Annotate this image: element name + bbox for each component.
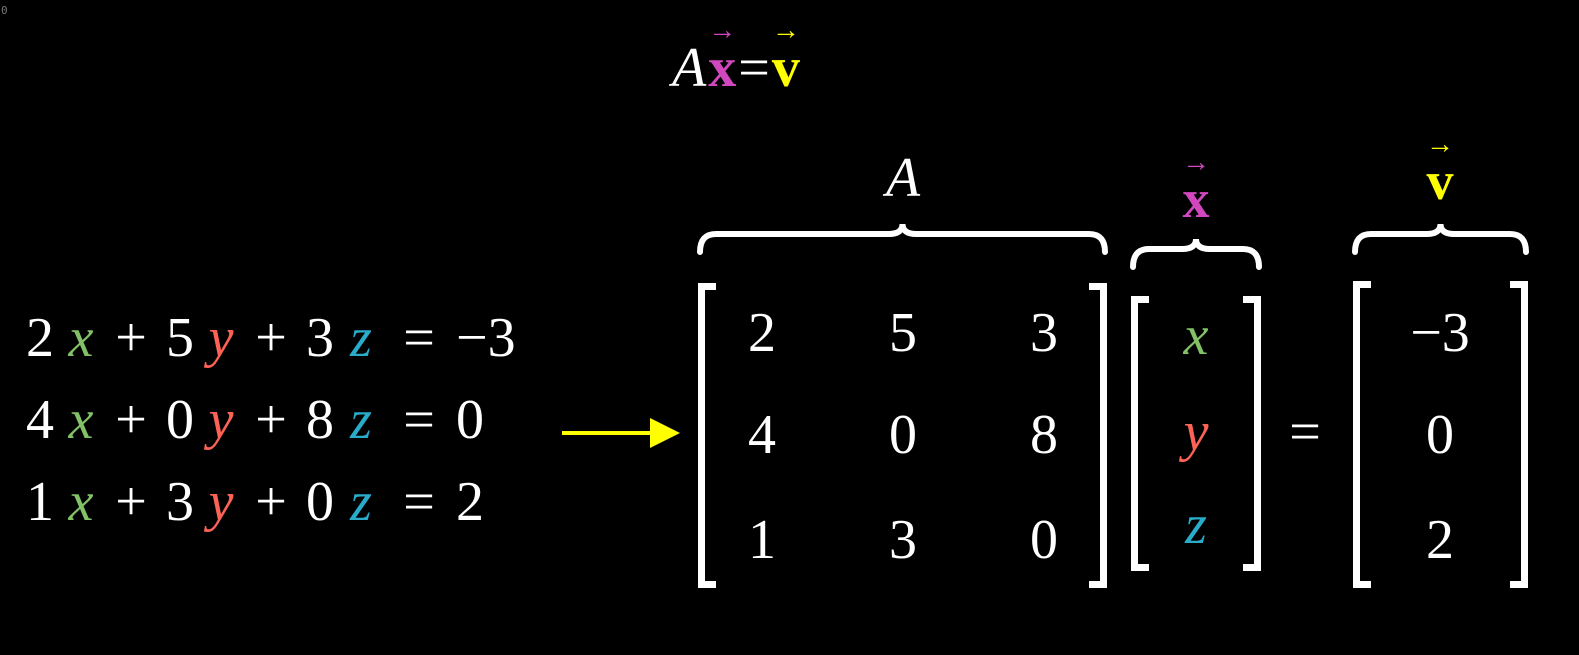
plus-sign: + xyxy=(115,389,147,451)
plus-sign: + xyxy=(115,471,147,533)
right-hand-side: −3 xyxy=(456,307,516,369)
x-vector-label: →x xyxy=(1182,147,1210,229)
x-vector-brace xyxy=(1130,238,1262,270)
variable-x: x xyxy=(68,471,94,533)
matrix-entry: 3 xyxy=(1030,302,1058,364)
title-v-letter: v xyxy=(771,37,800,99)
vector-arrow-icon: → xyxy=(1182,147,1210,178)
plus-sign: + xyxy=(255,307,287,369)
matrix-entry: 5 xyxy=(889,302,917,364)
x-vector-entry: y xyxy=(1183,401,1209,463)
matrix-label: A xyxy=(885,147,921,209)
title-x-vector: →x xyxy=(708,15,737,99)
matrix-entry: 3 xyxy=(889,509,917,571)
equals-sign: = xyxy=(1289,401,1321,463)
variable-z: z xyxy=(350,307,372,369)
title-matrix-a: A xyxy=(672,37,707,99)
coefficient: 1 xyxy=(26,471,54,533)
vector-arrow-icon: → xyxy=(771,15,800,46)
right-hand-side: 2 xyxy=(456,471,484,533)
coefficient: 0 xyxy=(306,471,334,533)
title-equals: = xyxy=(738,37,770,99)
corner-label: 0 xyxy=(1,4,8,17)
vector-arrow-icon: → xyxy=(1426,129,1454,160)
coefficient: 3 xyxy=(306,307,334,369)
title-equation: A →x = →v xyxy=(672,15,802,99)
x-vector-entry: x xyxy=(1183,305,1209,367)
variable-x: x xyxy=(68,389,94,451)
coefficient: 0 xyxy=(166,389,194,451)
x-vector-letter: x xyxy=(1182,169,1210,229)
v-vector-left-bracket xyxy=(1353,281,1371,588)
title-v-vector: →v xyxy=(771,15,800,99)
equals-sign: = xyxy=(403,389,435,451)
equals-sign: = xyxy=(403,307,435,369)
matrix-entry: 1 xyxy=(748,509,776,571)
plus-sign: + xyxy=(115,307,147,369)
matrix-entry: 8 xyxy=(1030,404,1058,466)
matrix-entry: 2 xyxy=(748,302,776,364)
matrix-entry: 0 xyxy=(1030,509,1058,571)
variable-z: z xyxy=(350,389,372,451)
x-vector-right-bracket xyxy=(1243,296,1261,571)
v-vector-right-bracket xyxy=(1510,281,1528,588)
x-vector-entry: z xyxy=(1185,494,1207,556)
v-vector-entry: 2 xyxy=(1426,509,1454,571)
coefficient: 2 xyxy=(26,307,54,369)
v-vector-brace xyxy=(1352,223,1529,255)
title-x-letter: x xyxy=(708,37,737,99)
plus-sign: + xyxy=(255,389,287,451)
variable-y: y xyxy=(208,389,234,451)
v-vector-letter: v xyxy=(1426,151,1454,211)
coefficient: 3 xyxy=(166,471,194,533)
x-vector-left-bracket xyxy=(1131,296,1149,571)
vector-arrow-icon: → xyxy=(708,15,737,46)
variable-y: y xyxy=(208,471,234,533)
v-vector-entry: 0 xyxy=(1426,404,1454,466)
matrix-right-bracket xyxy=(1089,283,1107,588)
v-vector-entry: −3 xyxy=(1410,302,1470,364)
coefficient: 8 xyxy=(306,389,334,451)
matrix-left-bracket xyxy=(698,283,716,588)
plus-sign: + xyxy=(255,471,287,533)
v-vector-label: →v xyxy=(1426,129,1454,211)
matrix-brace xyxy=(697,223,1108,255)
variable-z: z xyxy=(350,471,372,533)
right-hand-side: 0 xyxy=(456,389,484,451)
matrix-entry: 0 xyxy=(889,404,917,466)
variable-x: x xyxy=(68,307,94,369)
coefficient: 4 xyxy=(26,389,54,451)
matrix-entry: 4 xyxy=(748,404,776,466)
variable-y: y xyxy=(208,307,234,369)
coefficient: 5 xyxy=(166,307,194,369)
equals-sign: = xyxy=(403,471,435,533)
